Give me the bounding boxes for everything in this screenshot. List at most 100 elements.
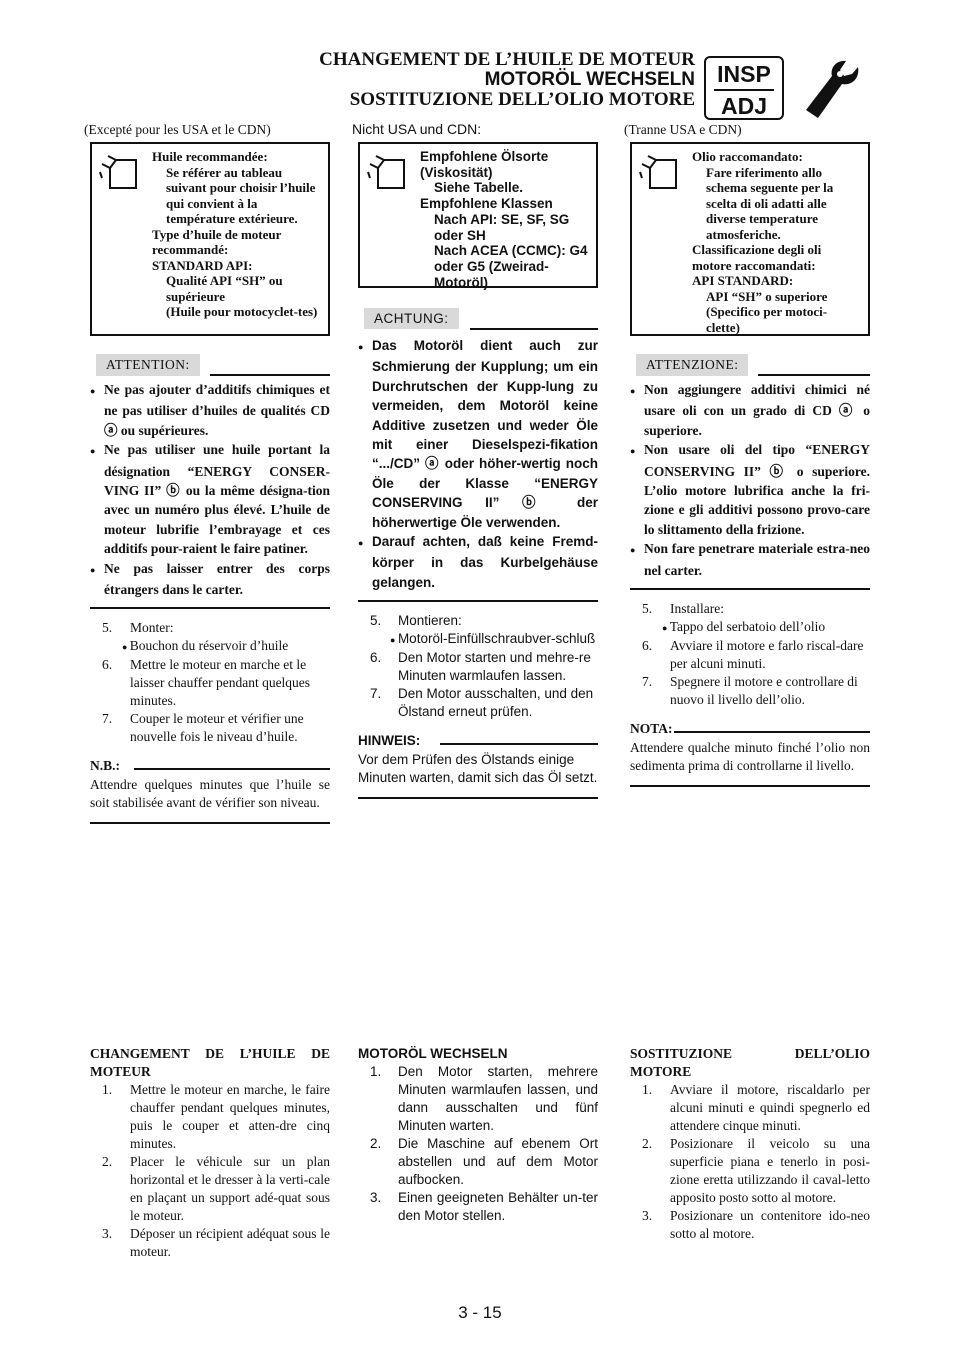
warning-text: Non aggiungere additivi chimici né usare… <box>644 382 870 438</box>
lower-step: 3.Einen geeigneten Behälter un-ter den M… <box>358 1189 598 1225</box>
step-text: Mettre le moteur en marche, le faire cha… <box>130 1082 330 1151</box>
step-number: 7. <box>642 674 653 690</box>
note-rule <box>440 743 598 746</box>
warning-rule <box>758 374 870 376</box>
lower-heading-de: MOTORÖL WECHSELN <box>358 1046 508 1061</box>
note-label-de: HINWEIS: <box>358 733 421 749</box>
oil-spec-line: Type d’huile de moteur recommandé: <box>152 226 282 258</box>
warning-list-de: ● Das Motoröl dient auch zur Schmierung d… <box>358 336 598 592</box>
step-number: 3. <box>642 1208 653 1223</box>
bullet-icon: ● <box>630 386 636 396</box>
sub-step: ● Bouchon du réservoir d’huile <box>90 637 330 656</box>
section-divider <box>90 607 330 610</box>
step-text: Den Motor starten, mehrere Minuten warml… <box>398 1064 598 1133</box>
warning-rule <box>210 374 330 376</box>
step-number: 6. <box>642 638 653 654</box>
step-number: 7. <box>370 686 382 702</box>
oil-spec-line: Huile recommandée: <box>152 149 268 164</box>
step-number: 5. <box>102 620 113 636</box>
warning-item: ● Ne pas utiliser une huile portant la dé… <box>90 440 330 558</box>
lower-heading-it: SOSTITUZIONE DELL’OLIO MOTORE <box>630 1046 870 1079</box>
lower-section-it: SOSTITUZIONE DELL’OLIO MOTORE 1. Avviare … <box>630 1045 870 1243</box>
warning-header-it: ATTENZIONE: <box>630 354 870 380</box>
step-text: Avviare il motore e farlo riscal-dare pe… <box>670 638 864 672</box>
step: 6.Den Motor starten und mehre-re Minuten… <box>358 649 598 685</box>
sub-step-text: Motoröl-Einfüllschraubver-schluß <box>397 631 596 647</box>
lower-step: 1. Den Motor starten, mehrere Minuten war… <box>358 1063 598 1135</box>
oil-spec-line: Qualité API “SH” ou supérieure <box>166 273 283 304</box>
warning-text: Ne pas utiliser une huile portant la dés… <box>104 442 330 557</box>
oil-can-icon <box>367 155 405 189</box>
lower-step: 3.Déposer un récipient adéquat sous le m… <box>90 1225 330 1261</box>
bullet-icon: ● <box>90 386 96 396</box>
column-it: (Tranne USA e CDN) Olio raccomandato:Far… <box>624 121 870 788</box>
step-number: 1. <box>642 1082 653 1097</box>
step-text: Montieren: <box>398 613 462 629</box>
bullet-icon: ● <box>662 623 670 634</box>
warning-label-fr: ATTENTION: <box>96 354 200 376</box>
caption-fr: (Excepté pour les USA et le CDN) <box>84 122 271 137</box>
warning-text: Das Motoröl dient auch zur Schmierung de… <box>372 338 598 530</box>
lower-step: 2. Posizionare il veicolo su una superfic… <box>630 1135 870 1207</box>
oil-spec-line: Empfohlene Klassen <box>420 196 553 212</box>
warning-item: ●Non fare penetrare materiale estra-neo … <box>630 539 870 580</box>
warning-item: ●Das Motoröl dient auch zur Schmierung d… <box>358 336 598 532</box>
note-header-it: NOTA: <box>630 721 870 739</box>
badge-bottom: ADJ <box>720 93 767 119</box>
step-text: Spegnere il motore e controllare di nuov… <box>670 674 858 708</box>
sub-step-text: Tappo del serbatoio dell’olio <box>669 619 826 635</box>
oil-can-icon <box>99 155 137 189</box>
step: 5.Montieren: <box>358 612 598 630</box>
bullet-icon: ● <box>630 545 636 556</box>
warning-list-fr: ●Ne pas ajouter d’additifs chimiques et … <box>90 380 330 599</box>
step-text: Posizionare il veicolo su una superficie… <box>670 1136 870 1205</box>
title-it: SOSTITUZIONE DELL’OLIO MOTORE <box>349 89 695 110</box>
step-text: Avviare il motore, riscaldarlo per alcun… <box>670 1082 870 1133</box>
step-number: 7. <box>102 711 113 727</box>
oil-spec-line: Nach API: SE, SF, SG oder SH <box>434 211 570 243</box>
step-number: 2. <box>102 1154 113 1169</box>
section-divider <box>90 822 330 825</box>
bullet-icon: ● <box>90 446 96 457</box>
oil-spec-box-it: Olio raccomandato:Fare riferimento allo … <box>630 142 870 336</box>
oil-spec-line: Empfohlene Ölsorte (Viskosität) <box>420 149 549 180</box>
step-number: 2. <box>370 1136 382 1151</box>
note-rule <box>674 731 870 734</box>
wrench-icon <box>806 60 859 118</box>
lower-steps-de: 1. Den Motor starten, mehrere Minuten war… <box>358 1063 598 1225</box>
oil-spec-line: (Specifico per motoci-clette) <box>706 304 828 335</box>
step-number: 6. <box>370 650 382 666</box>
step-number: 3. <box>370 1190 382 1205</box>
note-rule <box>134 768 330 771</box>
bullet-icon: ● <box>90 564 96 575</box>
step-text: Installare: <box>670 601 724 617</box>
note-label-fr: N.B.: <box>90 758 120 774</box>
section-divider <box>358 600 598 603</box>
oil-spec-line: Fare riferimento allo schema seguente pe… <box>706 164 834 242</box>
bullet-icon: ● <box>358 538 364 549</box>
warning-label-it: ATTENZIONE: <box>636 354 749 376</box>
warning-list-it: ● Non aggiungere additivi chimici né usar… <box>630 380 870 580</box>
oil-spec-line: API STANDARD: <box>692 273 794 288</box>
warning-item: ●Darauf achten, daß keine Fremd-körper i… <box>358 532 598 592</box>
step: 7.Den Motor ausschalten, und den Ölstand… <box>358 685 598 721</box>
note-label-it: NOTA: <box>630 721 673 737</box>
oil-spec-line: Classificazione degli oli motore raccoma… <box>692 242 822 273</box>
steps-de: 5.Montieren:● Motoröl-Einfüllschraubver-… <box>358 612 598 721</box>
step: 5.Installare: <box>630 600 870 618</box>
warning-label-de: ACHTUNG: <box>364 308 459 329</box>
step-number: 2. <box>642 1136 653 1151</box>
lower-step: 3.Posizionare un contenitore ido-neo sot… <box>630 1207 870 1243</box>
lower-steps-it: 1. Avviare il motore, riscaldarlo per alc… <box>630 1081 870 1243</box>
lower-step: 2.Placer le véhicule sur un plan horizon… <box>90 1153 330 1225</box>
note-header-de: HINWEIS: <box>358 733 598 751</box>
step-text: Monter: <box>130 620 174 636</box>
step-number: 1. <box>370 1064 382 1079</box>
sub-step-text: Bouchon du réservoir d’huile <box>129 638 289 654</box>
step: 7.Couper le moteur et vérifier une nouve… <box>90 710 330 746</box>
oil-spec-text-it: Olio raccomandato:Fare riferimento allo … <box>692 144 868 343</box>
step-text: Déposer un récipient adéquat sous le mot… <box>130 1226 330 1259</box>
oil-spec-text-de: Empfohlene Ölsorte (Viskosität)Siehe Tab… <box>420 144 596 298</box>
step-text: Mettre le moteur en marche et le laisser… <box>130 657 311 709</box>
page-number: 3 - 15 <box>458 1303 502 1322</box>
